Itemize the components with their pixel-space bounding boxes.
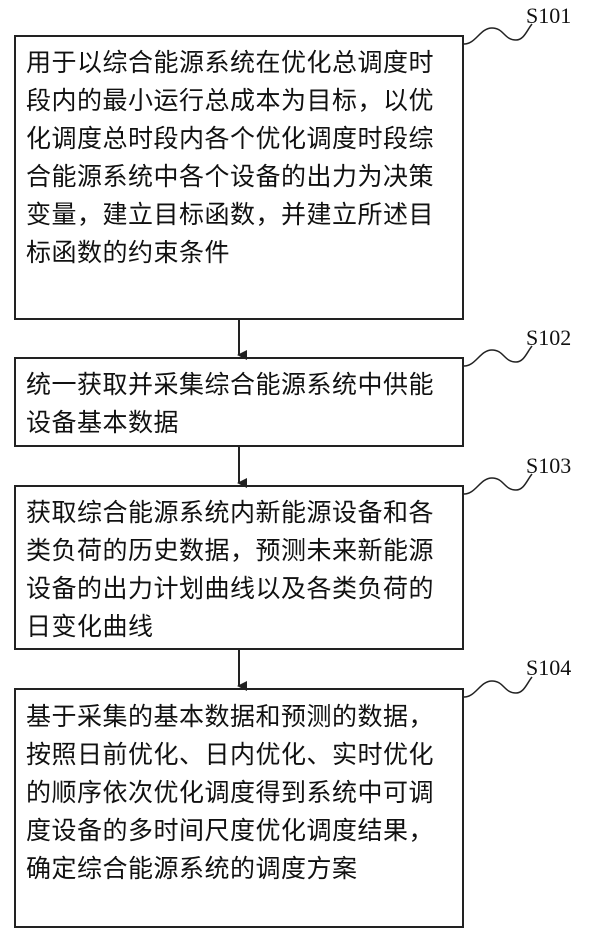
leader-s104 [463,676,533,698]
step-text-s101: 用于以综合能源系统在优化总调度时段内的最小运行总成本为目标，以优化调度总时段内各… [26,48,435,267]
step-text-s103: 获取综合能源系统内新能源设备和各类负荷的历史数据，预测未来新能源设备的出力计划曲… [26,498,435,641]
leader-s102 [463,345,533,367]
step-text-s102: 统一获取并采集综合能源系统中供能设备基本数据 [26,370,435,437]
step-id-s101: S101 [526,3,572,28]
step-box-s102 [14,357,464,447]
step-id-s103: S103 [526,453,572,478]
step-id-s102: S102 [526,325,572,350]
step-box-s103 [14,485,464,650]
step-id-s104: S104 [526,655,572,680]
leader-s101 [463,23,533,45]
step-box-s104 [14,688,464,928]
step-box-s101 [14,35,464,320]
leader-s103 [463,473,533,495]
step-text-s104: 基于采集的基本数据和预测的数据，按照日前优化、日内优化、实时优化的顺序依次优化调… [26,702,435,883]
